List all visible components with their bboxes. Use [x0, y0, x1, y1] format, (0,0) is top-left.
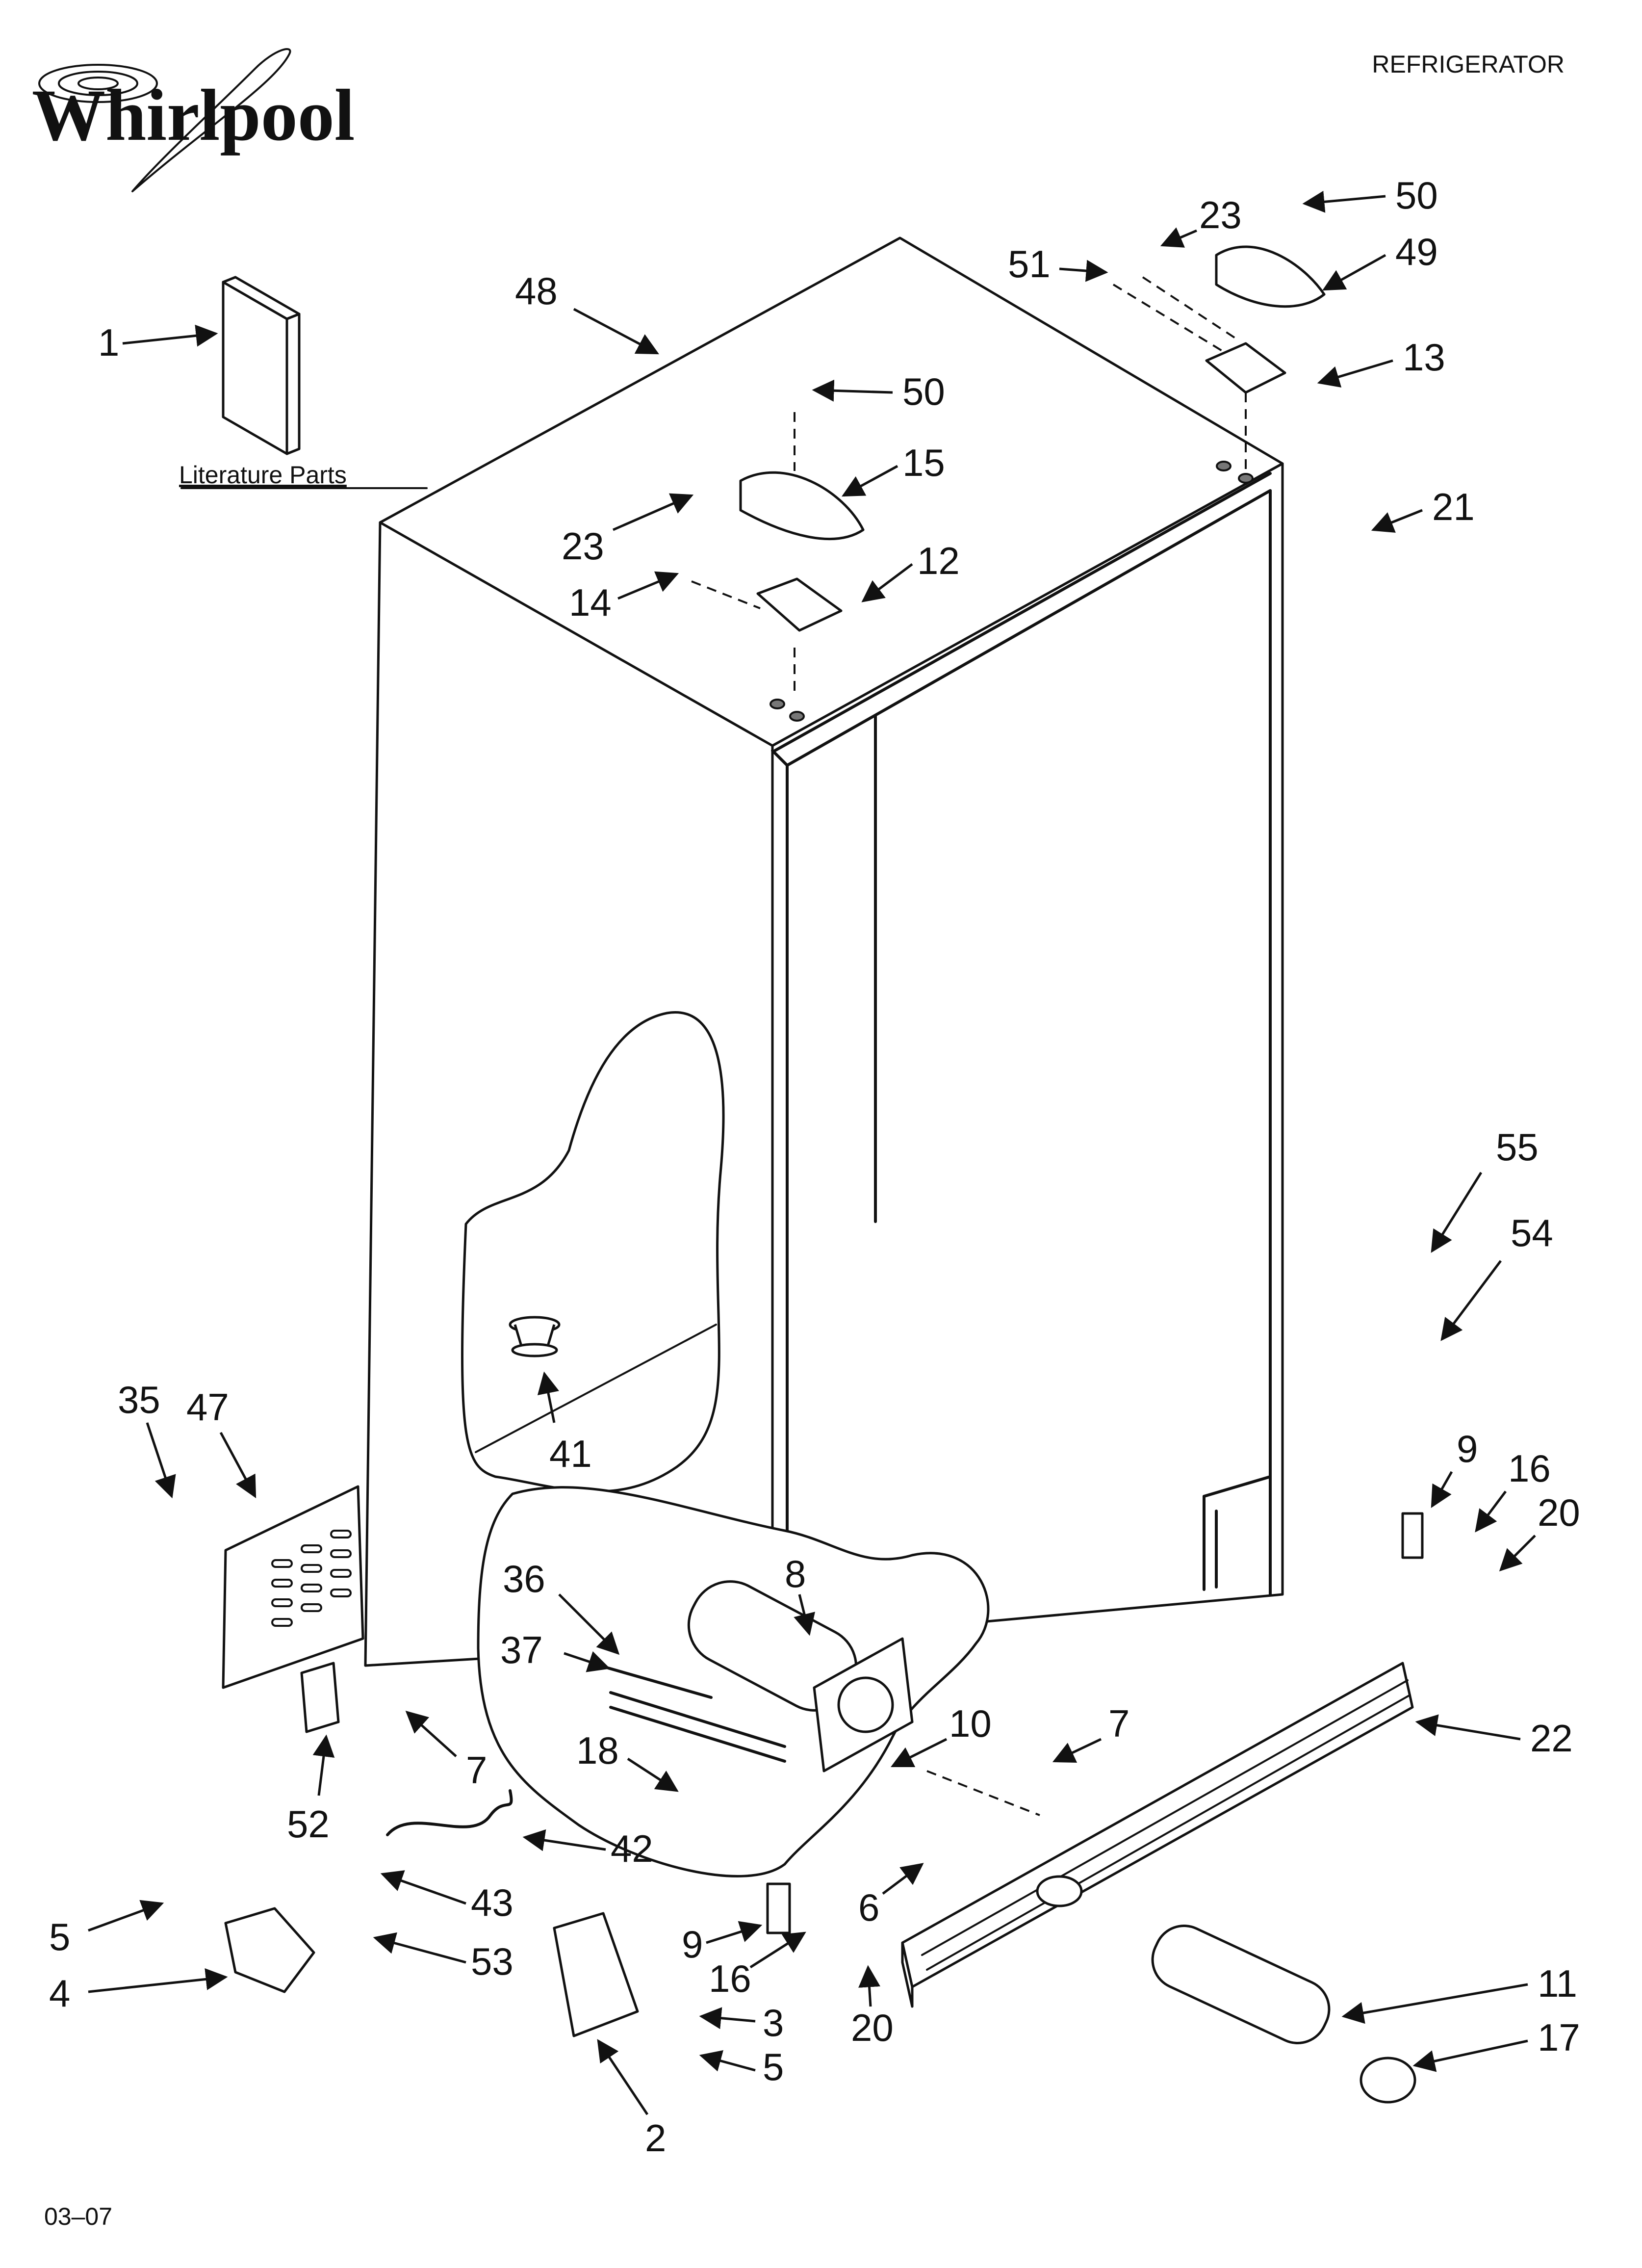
callout-5-left: 5 [49, 1915, 70, 1958]
callout-17: 17 [1538, 2016, 1580, 2059]
callout-43: 43 [471, 1881, 513, 1924]
callout-52: 52 [287, 1802, 330, 1846]
callout-53: 53 [471, 1940, 513, 1983]
whirlpool-logo: Whirlpool [32, 48, 355, 192]
callout-5-bottom: 5 [763, 2045, 784, 2088]
callout-23-left: 23 [562, 524, 604, 568]
callout-48: 48 [515, 269, 558, 313]
top-hinge-left [739, 471, 865, 632]
water-filter [1151, 1925, 1331, 2044]
water-reservoir-assembly [687, 1580, 914, 1773]
callout-23-right: 23 [1199, 193, 1242, 236]
callout-22: 22 [1530, 1717, 1573, 1760]
callout-11: 11 [1538, 1962, 1577, 2005]
bottom-hinge-assembly [224, 1512, 1424, 2037]
date-code: 03–07 [44, 2203, 112, 2230]
literature-parts-label: Literature Parts [179, 461, 347, 489]
callout-4: 4 [49, 1972, 70, 2015]
callout-21: 21 [1432, 485, 1475, 528]
callout-55: 55 [1496, 1125, 1539, 1169]
callout-36: 36 [503, 1557, 545, 1600]
callout-6: 6 [858, 1886, 879, 1929]
base-grille [901, 1662, 1414, 2008]
callout-35: 35 [118, 1378, 160, 1421]
callout-18: 18 [576, 1729, 619, 1772]
callout-41: 41 [549, 1432, 592, 1475]
callout-51: 51 [1008, 242, 1051, 286]
callout-7-left: 7 [466, 1748, 487, 1792]
callout-3: 3 [763, 2001, 784, 2044]
category-label: REFRIGERATOR [1372, 51, 1565, 78]
callout-13: 13 [1403, 336, 1445, 379]
side-grille [222, 1485, 364, 1689]
callout-2: 2 [645, 2116, 666, 2160]
cutaway-lower [477, 1486, 990, 1877]
callout-9-bottom: 9 [682, 1923, 703, 1966]
callout-7-right: 7 [1108, 1702, 1129, 1745]
callout-42: 42 [611, 1827, 653, 1870]
callout-1: 1 [98, 321, 119, 364]
callout-49: 49 [1395, 230, 1438, 273]
filter-cap [1360, 2057, 1416, 2104]
cutaway-upper [461, 1011, 725, 1493]
brand-wordmark: Whirlpool [32, 75, 355, 156]
callout-10: 10 [949, 1702, 992, 1745]
callout-8: 8 [785, 1552, 806, 1595]
callout-20-right: 20 [1538, 1491, 1580, 1534]
callout-47: 47 [186, 1385, 229, 1429]
callout-14: 14 [569, 581, 612, 624]
callout-16-right: 16 [1508, 1447, 1551, 1490]
top-hinge-right [1205, 245, 1326, 394]
callout-12: 12 [917, 539, 960, 582]
callout-15: 15 [902, 441, 945, 484]
callout-20-bottom: 20 [851, 2006, 894, 2049]
callout-16-bottom: 16 [709, 1957, 751, 2000]
callout-37: 37 [500, 1628, 543, 1671]
callout-50-right: 50 [1395, 174, 1438, 217]
callout-9-right: 9 [1457, 1427, 1478, 1470]
literature-parts-booklet [222, 276, 301, 455]
callout-54: 54 [1511, 1211, 1553, 1254]
callout-50-left: 50 [902, 370, 945, 413]
